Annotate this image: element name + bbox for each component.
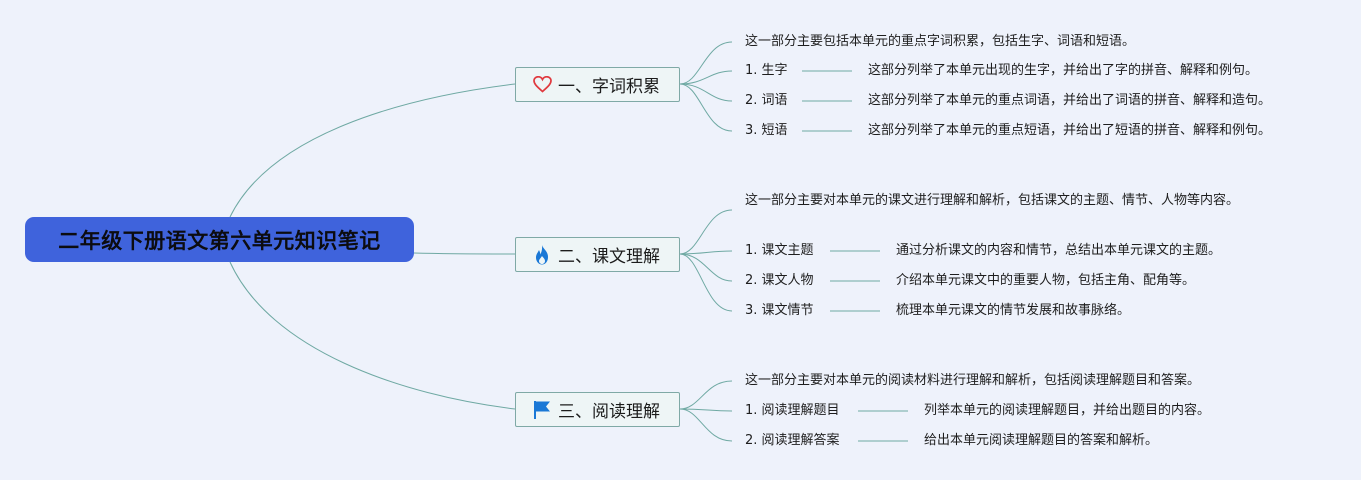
branch-3-item-1-detail: 列举本单元的阅读理解题目，并给出题目的内容。: [924, 403, 1211, 418]
branch-1-item-1-detail: 这部分列举了本单元出现的生字，并给出了字的拼音、解释和例句。: [868, 63, 1259, 78]
link-root-branch-3: [229, 261, 516, 410]
branch-1-item-1-label[interactable]: 1. 生字: [745, 63, 788, 78]
link-b3-summary: [679, 380, 733, 410]
branch-2-summary: 这一部分主要对本单元的课文进行理解和解析，包括课文的主题、情节、人物等内容。: [745, 193, 1240, 208]
root-topic[interactable]: 二年级下册语文第六单元知识笔记: [25, 217, 414, 262]
link-b1-summary: [679, 41, 733, 85]
branch-text-comprehension[interactable]: 二、课文理解: [515, 237, 680, 272]
link-b2-item-3: [679, 253, 733, 312]
link-b2-item-1: [679, 250, 733, 255]
branch-1-item-3-detail: 这部分列举了本单元的重点短语，并给出了短语的拼音、解释和例句。: [868, 123, 1272, 138]
branch-3-item-1-label[interactable]: 1. 阅读理解题目: [745, 403, 840, 418]
branch-1-item-3-label[interactable]: 3. 短语: [745, 123, 788, 138]
branch-3-item-2-label[interactable]: 2. 阅读理解答案: [745, 433, 840, 448]
link-b1-item-3: [679, 83, 733, 132]
link-root-branch-2: [413, 252, 516, 255]
branch-label: 二、课文理解: [558, 247, 660, 267]
branch-reading-comprehension[interactable]: 三、阅读理解: [515, 392, 680, 427]
flame-icon: [532, 244, 552, 265]
branch-1-item-2-detail: 这部分列举了本单元的重点词语，并给出了词语的拼音、解释和造句。: [868, 93, 1272, 108]
branch-2-item-3-label[interactable]: 3. 课文情节: [745, 303, 814, 318]
branch-1-summary: 这一部分主要包括本单元的重点字词积累，包括生字、词语和短语。: [745, 34, 1136, 49]
root-title: 二年级下册语文第六单元知识笔记: [58, 228, 381, 253]
link-b2-item-2: [679, 253, 733, 282]
branch-vocabulary[interactable]: 一、字词积累: [515, 67, 680, 102]
branch-3-summary: 这一部分主要对本单元的阅读材料进行理解和解析，包括阅读理解题目和答案。: [745, 373, 1201, 388]
branch-2-item-1-label[interactable]: 1. 课文主题: [745, 243, 814, 258]
link-b3-item-1: [679, 408, 733, 412]
heart-icon: [532, 75, 552, 95]
branch-2-item-2-detail: 介绍本单元课文中的重要人物，包括主角、配角等。: [896, 273, 1196, 288]
branch-2-item-3-detail: 梳理本单元课文的情节发展和故事脉络。: [896, 303, 1131, 318]
branch-2-item-1-detail: 通过分析课文的内容和情节，总结出本单元课文的主题。: [896, 243, 1222, 258]
branch-1-item-2-label[interactable]: 2. 词语: [745, 93, 788, 108]
branch-3-item-2-detail: 给出本单元阅读理解题目的答案和解析。: [924, 433, 1159, 448]
branch-2-item-2-label[interactable]: 2. 课文人物: [745, 273, 814, 288]
branch-label: 三、阅读理解: [558, 402, 660, 422]
link-b3-item-2: [679, 408, 733, 442]
link-root-branch-1: [229, 83, 516, 218]
link-b2-summary: [679, 209, 733, 255]
link-b1-item-1: [679, 70, 733, 85]
branch-label: 一、字词积累: [558, 77, 660, 97]
link-b1-item-2: [679, 83, 733, 102]
flag-icon: [532, 400, 552, 420]
